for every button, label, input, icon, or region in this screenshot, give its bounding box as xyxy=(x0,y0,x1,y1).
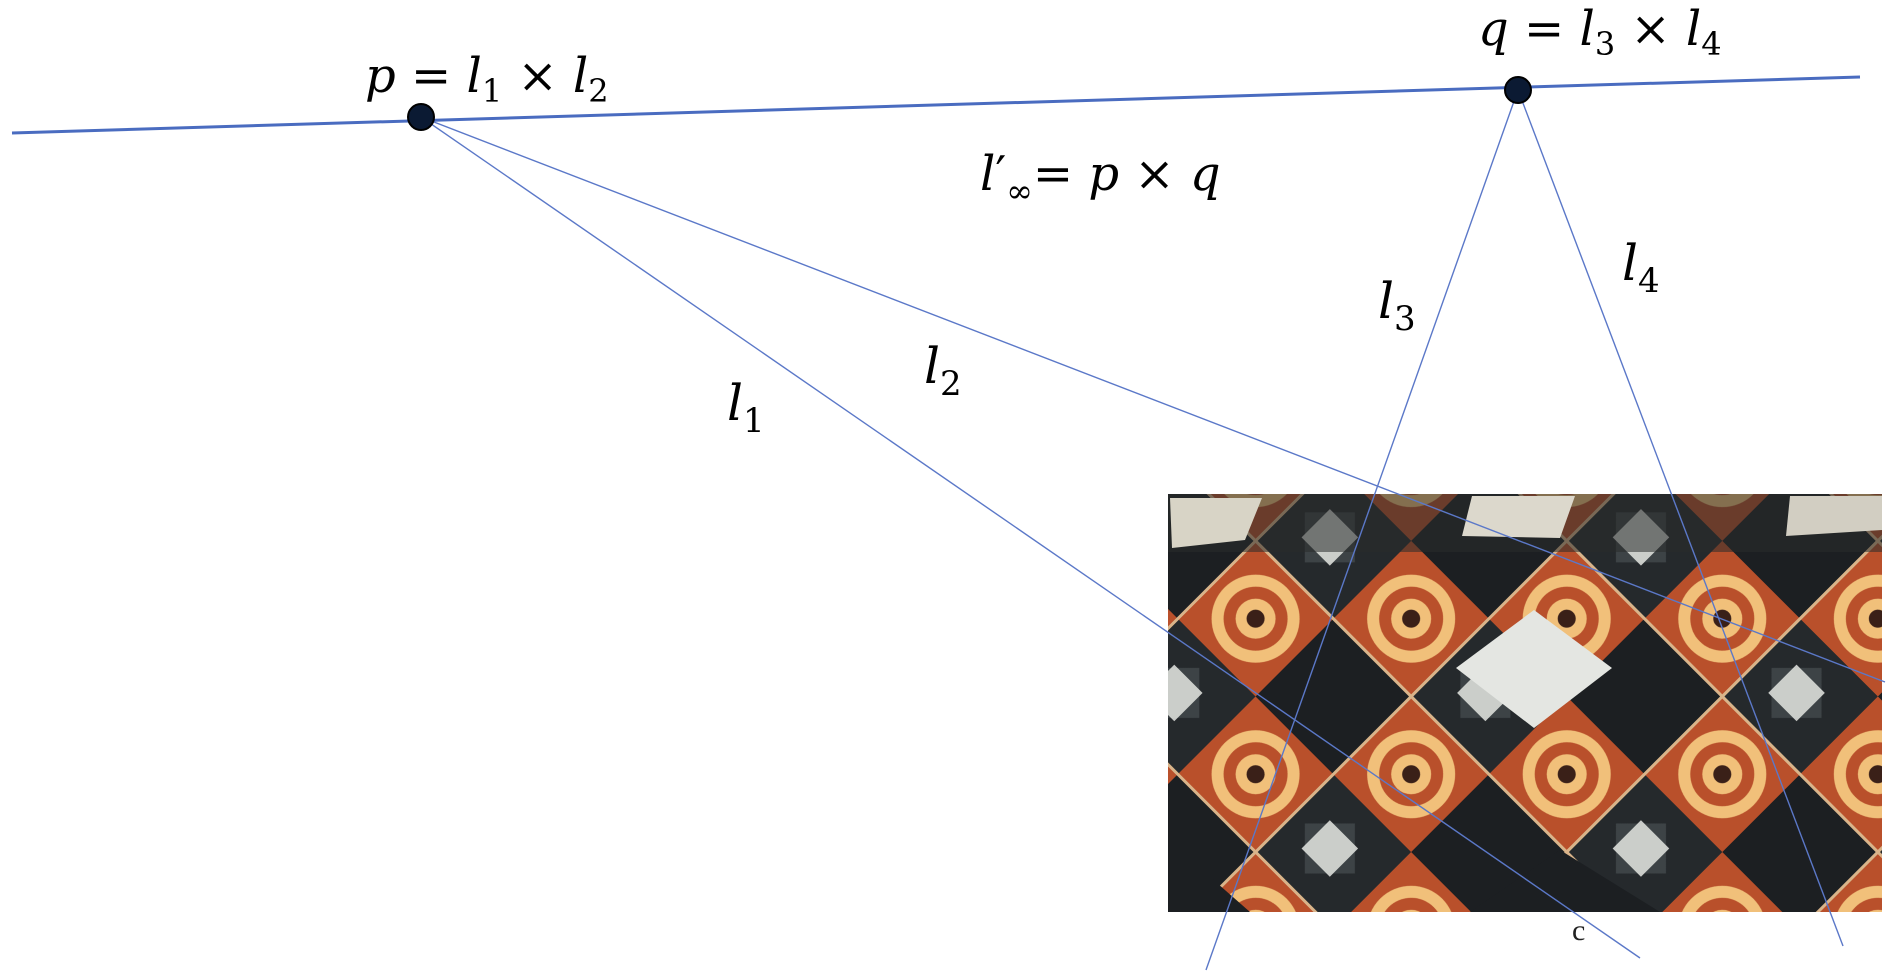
p-l1: l xyxy=(466,48,481,104)
q-l4-sub: 4 xyxy=(1701,25,1721,63)
point-q xyxy=(1504,76,1532,104)
photo-caption: c xyxy=(1572,914,1585,947)
linf-q: q xyxy=(1190,146,1221,202)
p-symbol: p xyxy=(365,48,396,104)
l1-sub: 1 xyxy=(743,401,765,441)
label-line-at-infinity: l′∞= p × q xyxy=(980,146,1221,210)
label-l4: l4 xyxy=(1622,234,1660,301)
converging-lines xyxy=(420,89,1886,971)
l4-sub: 4 xyxy=(1638,261,1660,301)
q-l3-sub: 3 xyxy=(1595,25,1615,63)
photo-white-tile-top xyxy=(1462,496,1575,538)
tiled-floor-photo xyxy=(1168,494,1882,912)
linf-l: l xyxy=(980,146,995,202)
l4-letter: l xyxy=(1622,234,1638,292)
linf-p: p xyxy=(1088,146,1119,202)
linf-sub: ∞ xyxy=(1006,172,1033,210)
photo-white-center-tile xyxy=(1456,610,1612,728)
label-l2: l2 xyxy=(924,337,962,404)
q-l4: l xyxy=(1686,1,1701,57)
line-l3 xyxy=(1205,89,1519,971)
photo-dark-tile-lower-right xyxy=(1470,850,1660,912)
line-l1 xyxy=(420,116,1641,959)
linf-times: × xyxy=(1119,146,1190,202)
photo-dark-tile-lower-left xyxy=(1168,840,1250,912)
p-l1-sub: 1 xyxy=(482,72,502,110)
q-l3: l xyxy=(1579,1,1594,57)
l3-letter: l xyxy=(1378,272,1394,330)
l2-sub: 2 xyxy=(940,364,962,404)
point-p xyxy=(407,103,435,131)
l1-letter: l xyxy=(727,374,743,432)
p-times: × xyxy=(502,48,573,104)
line-l4 xyxy=(1517,89,1844,947)
q-times: × xyxy=(1615,1,1686,57)
horizon-line xyxy=(11,75,1861,135)
line-l2 xyxy=(420,116,1886,683)
label-p-equation: p = l1 × l2 xyxy=(365,48,609,110)
l2-letter: l xyxy=(924,337,940,395)
linf-prime: ′ xyxy=(995,146,1006,202)
label-l1: l1 xyxy=(727,374,765,441)
label-q-equation: q = l3 × l4 xyxy=(1478,1,1722,63)
label-l3: l3 xyxy=(1378,272,1416,339)
p-l2-sub: 2 xyxy=(588,72,608,110)
linf-equals: = xyxy=(1033,146,1088,202)
p-l2: l xyxy=(573,48,588,104)
photo-white-tile-top-right xyxy=(1786,496,1882,536)
q-symbol: q xyxy=(1478,1,1509,57)
photo-white-tile-top-left xyxy=(1170,498,1262,548)
l3-sub: 3 xyxy=(1394,299,1416,339)
p-equals: = xyxy=(396,48,467,104)
q-equals: = xyxy=(1509,1,1580,57)
